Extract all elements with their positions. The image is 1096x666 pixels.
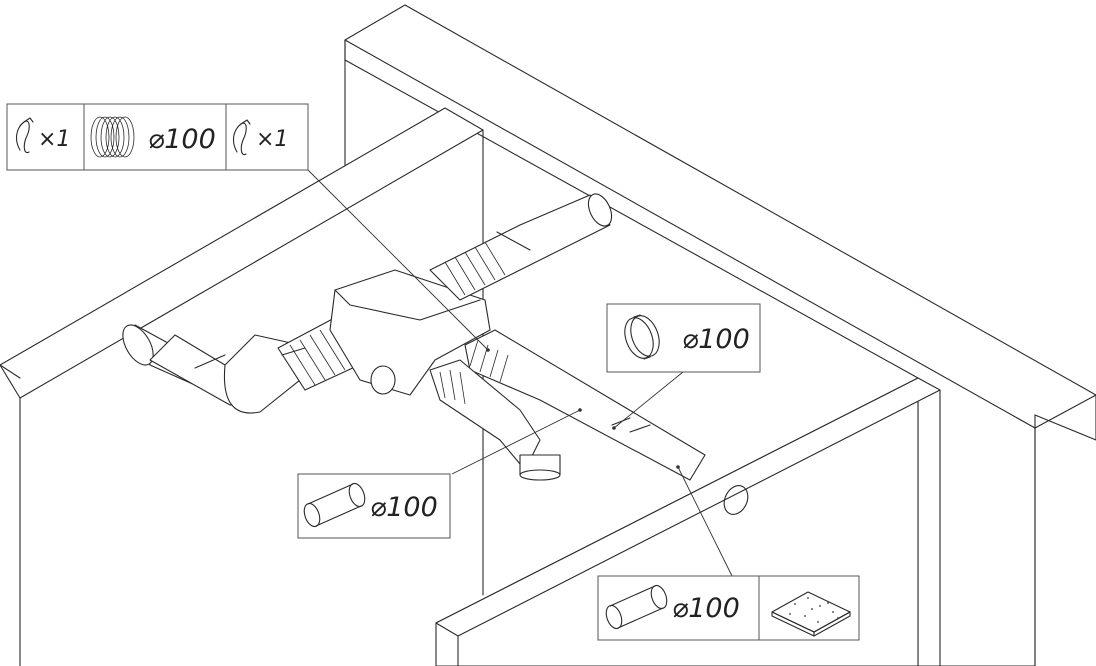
hose-diameter: ⌀100 — [148, 124, 216, 155]
pipe-bottom-diameter: ⌀100 — [672, 593, 740, 624]
distribution-box — [329, 269, 491, 396]
duct-lower-branch — [429, 359, 561, 481]
ring-diameter: ⌀100 — [682, 324, 750, 355]
leader-pipe-bottom — [677, 466, 733, 577]
leader-ring — [613, 371, 684, 429]
callout-pipe-bottom: ⌀100 — [597, 575, 860, 641]
pipe-center-diameter: ⌀100 — [370, 492, 438, 523]
callout-ring: ⌀100 — [606, 303, 761, 373]
callout-top: ×1 ⌀100 ×1 — [6, 103, 309, 171]
straight-pipe-icon — [605, 584, 668, 630]
duct-top-branch — [429, 193, 613, 301]
clamp-count-right: ×1 — [256, 127, 288, 152]
straight-pipe-icon — [303, 482, 366, 528]
callout-pipe-center: ⌀100 — [297, 473, 451, 539]
connector-ring-icon — [624, 314, 660, 360]
clamp-count-left: ×1 — [38, 127, 70, 152]
ceiling-tile-icon — [771, 591, 851, 637]
wall-opening — [723, 485, 749, 515]
hose-clamp-icon — [232, 119, 251, 156]
back-wall — [344, 4, 1096, 666]
flexible-hose-coil-icon — [90, 116, 135, 158]
hose-clamp-icon — [15, 117, 34, 154]
leader-pipe-center — [451, 409, 581, 475]
leader-top — [307, 169, 489, 351]
ceiling-beam-left — [0, 107, 484, 666]
